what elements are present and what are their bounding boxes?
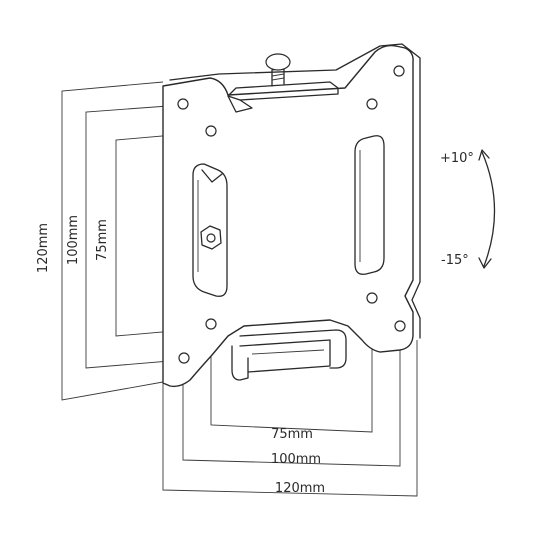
label-100mm-horizontal: 100mm [271, 452, 321, 467]
dim-line-100-vertical [85, 104, 183, 369]
mount-hole-top-left-outer [177, 98, 189, 110]
top-latch-left [227, 95, 253, 113]
top-screw [265, 53, 291, 87]
dim-line-75-vertical [115, 131, 209, 337]
mount-hole-top-right-outer [393, 65, 405, 77]
label-120mm-vertical: 120mm [36, 223, 51, 273]
label-tilt-down: -15° [441, 253, 469, 268]
mount-hole-bottom-left-inner [205, 318, 217, 330]
dim-line-75-horizontal [210, 300, 373, 433]
tilt-arc [481, 151, 496, 267]
bottom-handle [231, 329, 347, 381]
left-slot [192, 163, 228, 297]
plate-depth-edge [169, 43, 421, 339]
mount-hole-bottom-left-outer [178, 352, 190, 364]
mount-hole-top-right-inner [366, 98, 378, 110]
plate-body [162, 44, 414, 388]
tilt-indicator [478, 149, 496, 269]
mount-hole-bottom-right-outer [394, 320, 406, 332]
right-slot [354, 135, 385, 275]
mount-plate [162, 43, 421, 388]
label-tilt-up: +10° [440, 151, 474, 166]
slot-tab [201, 169, 223, 183]
tilt-arrow-down-head [478, 257, 492, 269]
hex-nut [200, 225, 222, 250]
dim-line-120-horizontal [162, 340, 418, 497]
label-75mm-horizontal: 75mm [271, 427, 313, 442]
tilt-arrow-up-head [478, 149, 490, 161]
label-120mm-horizontal: 120mm [275, 481, 325, 496]
mount-hole-top-left-inner [205, 125, 217, 137]
vertical-dimension-lines [61, 81, 209, 401]
horizontal-dimension-lines [162, 300, 418, 497]
dim-line-100-horizontal [182, 328, 401, 467]
dim-line-120-vertical [61, 81, 164, 401]
mount-hole-bottom-right-inner [366, 292, 378, 304]
label-100mm-vertical: 100mm [66, 215, 81, 265]
hex-nut-center [206, 233, 216, 243]
label-75mm-vertical: 75mm [95, 219, 110, 261]
